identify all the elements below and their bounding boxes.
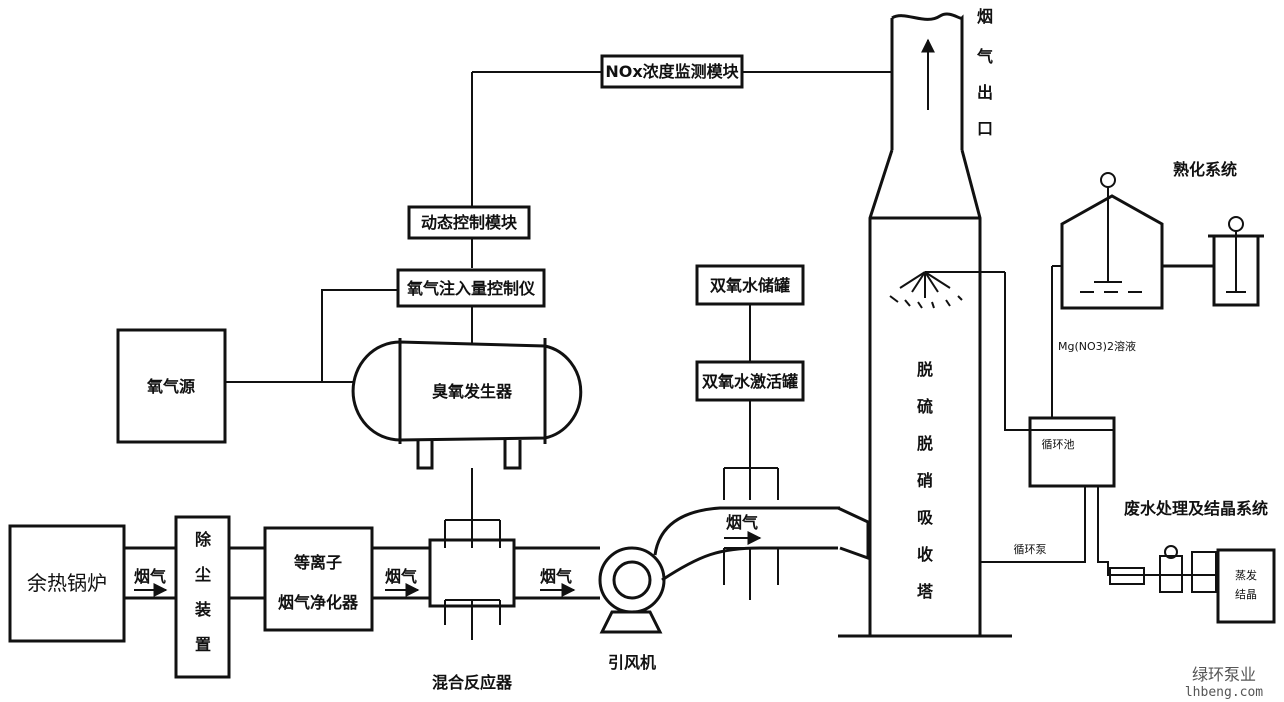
tower-char-5: 吸: [917, 508, 934, 527]
mixing-reactor-label: 混合反应器: [432, 673, 513, 692]
plasma-purifier: 等离子 烟气净化器: [263, 526, 374, 632]
tower-char-7: 塔: [917, 582, 934, 601]
flue-gas-duct: [124, 506, 870, 600]
watermark-url: lhbeng.com: [1185, 685, 1263, 700]
tower-char-6: 收: [917, 545, 933, 564]
outlet-char-2: 气: [976, 47, 993, 66]
induced-fan-label: 引风机: [608, 653, 656, 672]
oxygen-source-label: 氧气源: [146, 377, 195, 396]
flue-gas-label-3: 烟气: [540, 567, 572, 586]
nox-monitor-module: NOx浓度监测模块: [600, 54, 744, 89]
watermark: 绿环泵业 lhbeng.com: [1185, 665, 1263, 700]
circulation-loop: 循环泵: [980, 272, 1086, 563]
h2o2-storage-tank: 双氧水储罐: [695, 264, 805, 306]
curing-system: 熟化系统 Mg(NO3)2溶液: [1051, 160, 1264, 418]
outlet-char-4: 口: [977, 119, 993, 138]
wastewater-system-label: 废水处理及结晶系统: [1124, 499, 1268, 518]
circulation-pool-label: 循环池: [1042, 438, 1075, 451]
evaporator-line-2: 结晶: [1235, 588, 1257, 601]
absorption-tower: 脱 硫 脱 硝 吸 收 塔: [838, 12, 1012, 638]
dust-removal-char-1: 除: [195, 530, 212, 549]
outlet-char-3: 出: [977, 83, 993, 102]
dynamic-control-module: 动态控制模块: [407, 205, 531, 240]
h2o2-activation-tank: 双氧水激活罐: [695, 360, 805, 402]
flue-gas-labels: 烟气 烟气 烟气 烟气: [134, 513, 762, 597]
plasma-purifier-line-1: 等离子: [293, 553, 342, 572]
tower-char-2: 硫: [917, 397, 933, 416]
mg-transfer-label: Mg(NO3)2溶液: [1058, 339, 1136, 353]
flue-gas-label-2: 烟气: [385, 567, 417, 586]
watermark-cn: 绿环泵业: [1192, 665, 1256, 684]
plasma-purifier-line-2: 烟气净化器: [278, 593, 359, 612]
boiler-label: 余热锅炉: [27, 571, 107, 595]
tower-char-1: 脱: [917, 360, 933, 379]
outlet-char-1: 烟: [977, 7, 993, 26]
oxygen-source: 氧气源: [116, 328, 227, 444]
flue-gas-outlet-label: 烟 气 出 口: [976, 7, 993, 138]
wastewater-system: 蒸发 结晶 废水处理及结晶系统: [1097, 486, 1276, 624]
dust-removal-char-2: 尘: [195, 565, 211, 584]
curing-system-label: 熟化系统: [1173, 160, 1237, 179]
nox-monitor-module-label: NOx浓度监测模块: [605, 62, 739, 81]
mixing-reactor: 混合反应器: [428, 519, 516, 692]
signal-lines: [225, 71, 891, 600]
circulation-pool: 循环池: [1028, 416, 1116, 488]
dust-removal-char-4: 置: [195, 635, 211, 654]
oxygen-injection-controller-label: 氧气注入量控制仪: [406, 279, 536, 298]
h2o2-storage-tank-label: 双氧水储罐: [710, 276, 790, 295]
flue-gas-label-1: 烟气: [134, 567, 166, 586]
ozone-generator-label: 臭氧发生器: [432, 382, 513, 401]
spray-nozzle-icon: [889, 271, 1005, 309]
oxygen-injection-controller: 氧气注入量控制仪: [396, 268, 546, 308]
ozone-generator: 臭氧发生器: [351, 338, 583, 470]
evaporator-line-1: 蒸发: [1235, 568, 1257, 582]
circulation-pump-label: 循环泵: [1014, 543, 1047, 556]
flue-gas-label-4: 烟气: [726, 513, 758, 532]
dust-removal-char-3: 装: [194, 600, 211, 619]
induced-draft-fan: 引风机: [598, 546, 666, 672]
tower-char-4: 硝: [917, 471, 933, 490]
dynamic-control-module-label: 动态控制模块: [421, 213, 518, 232]
tower-char-3: 脱: [917, 434, 933, 453]
waste-heat-boiler: 余热锅炉: [8, 524, 126, 643]
h2o2-activation-tank-label: 双氧水激活罐: [702, 372, 798, 391]
dust-removal-device: 除 尘 装 置: [174, 515, 231, 679]
